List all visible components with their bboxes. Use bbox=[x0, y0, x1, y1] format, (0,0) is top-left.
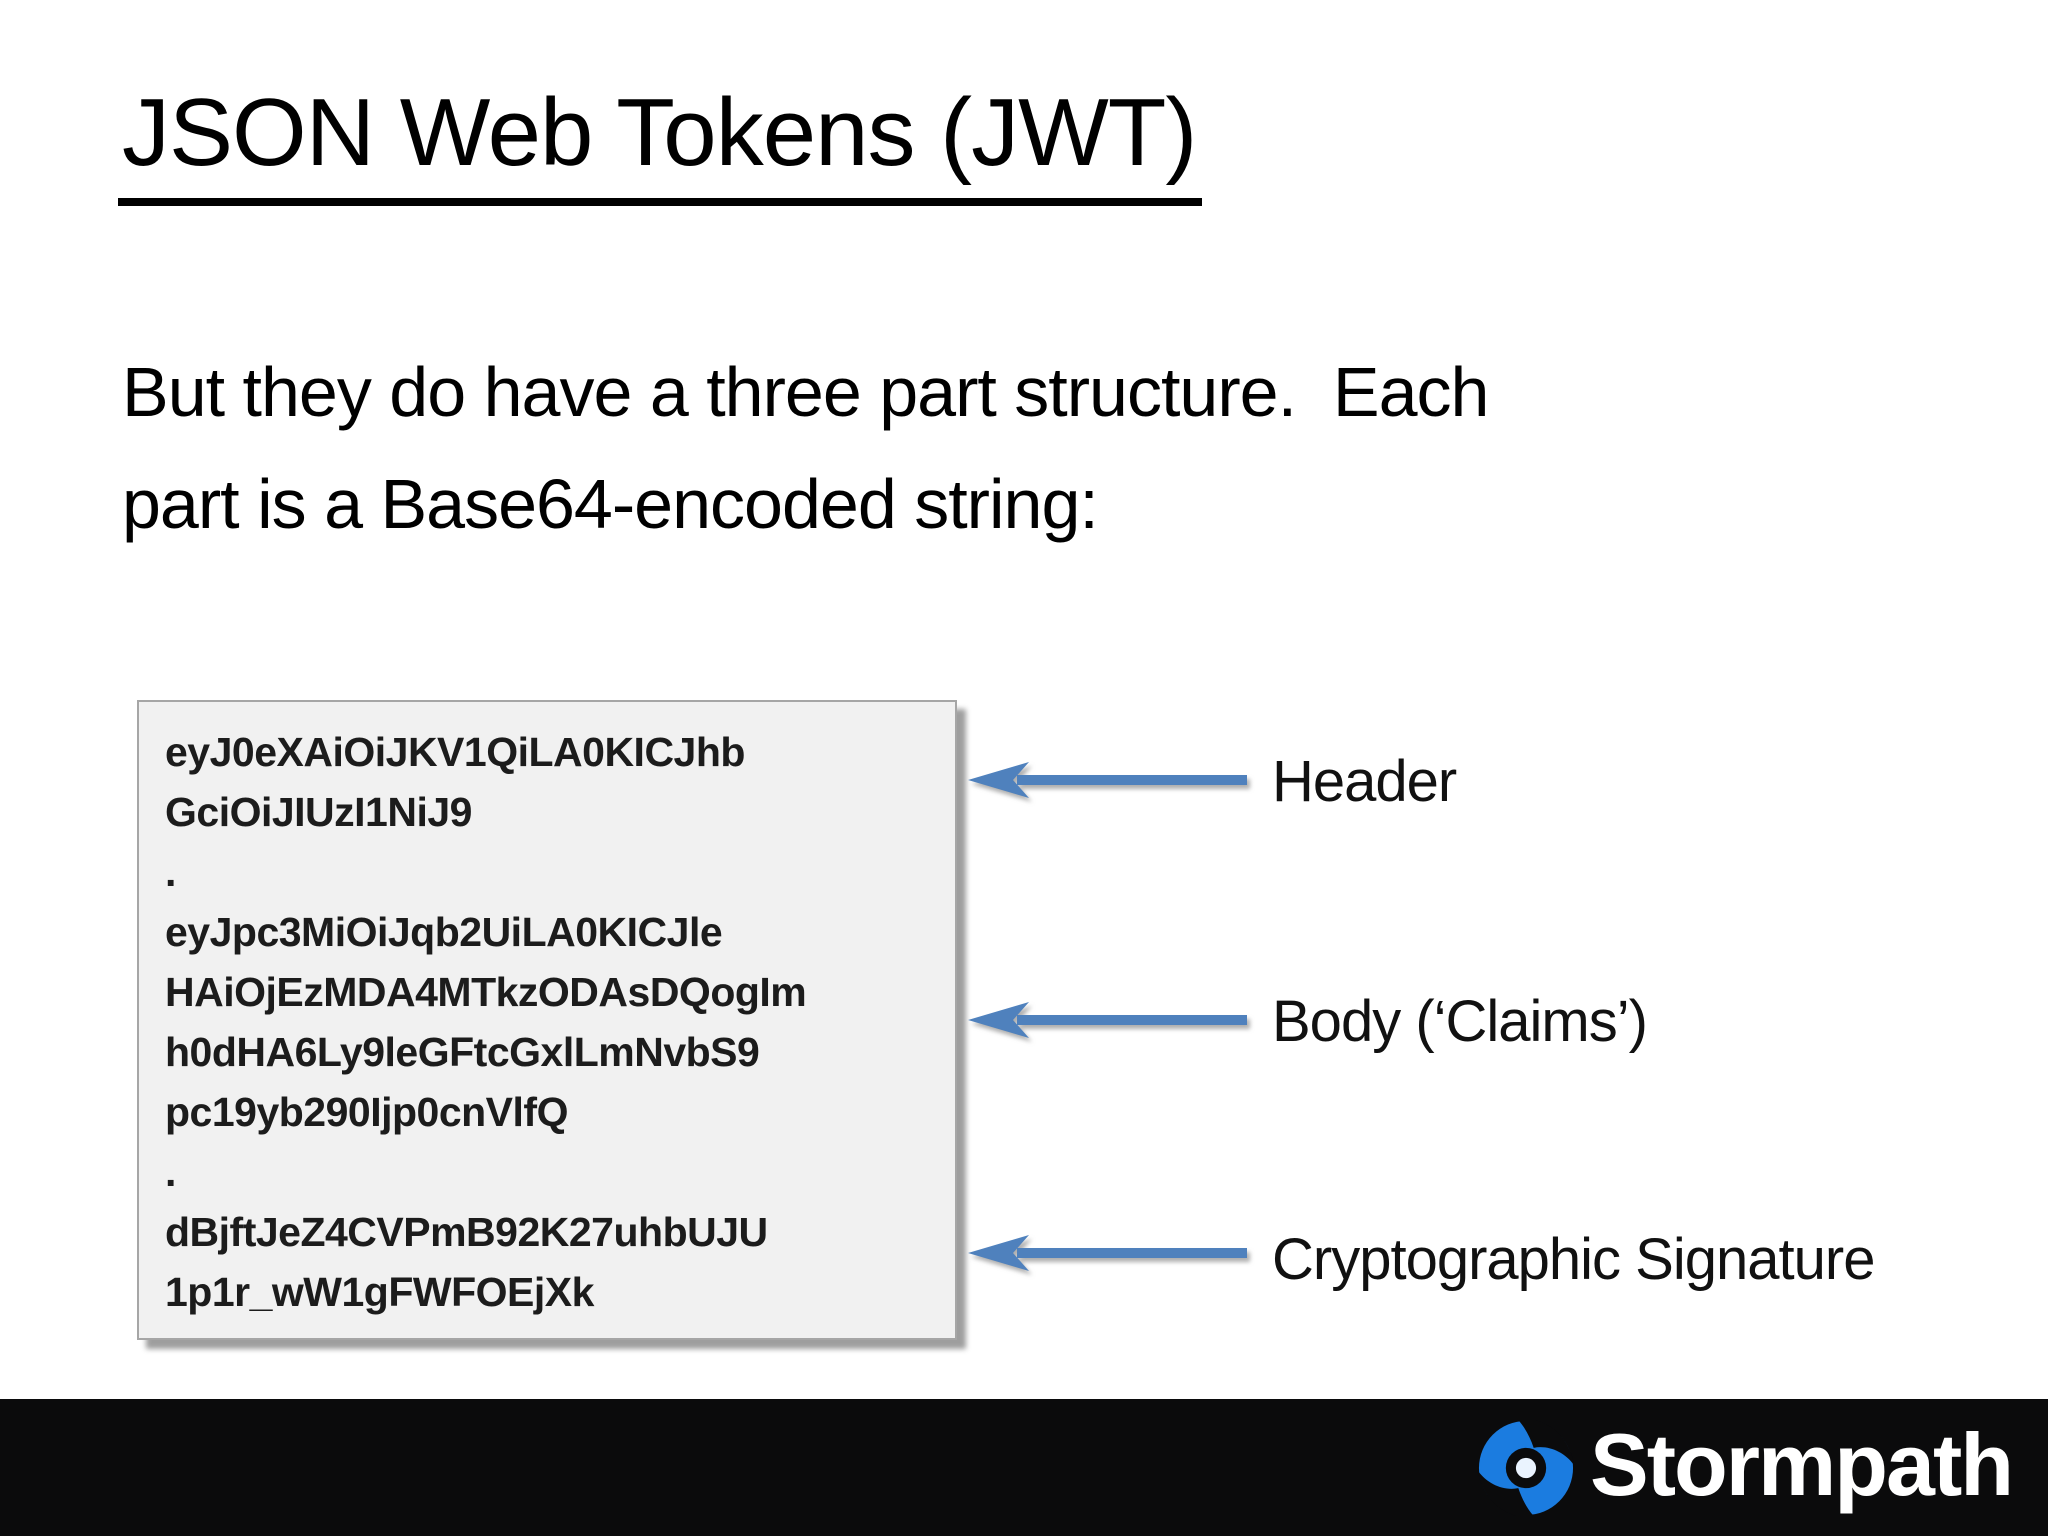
token-signature-line-1: dBjftJeZ4CVPmB92K27uhbUJU bbox=[165, 1209, 768, 1255]
token-body-line-2: HAiOjEzMDA4MTkzODAsDQogIm bbox=[165, 969, 807, 1015]
token-body-line-3: h0dHA6Ly9leGFtcGxlLmNvbS9 bbox=[165, 1029, 760, 1075]
footer-bar: Stormpath bbox=[0, 1399, 2048, 1536]
page-title: JSON Web Tokens (JWT) bbox=[118, 78, 1203, 206]
annotation-label-signature: Cryptographic Signature bbox=[1272, 1227, 1875, 1292]
token-body-line-1: eyJpc3MiOiJqb2UiLA0KICJle bbox=[165, 909, 723, 955]
subtitle-line-2: part is a Base64-encoded string: bbox=[122, 465, 1099, 543]
annotation-label-header: Header bbox=[1272, 749, 1457, 814]
token-separator-dot-1: . bbox=[165, 849, 176, 895]
left-arrow-icon bbox=[968, 762, 1247, 798]
token-header-line-1: eyJ0eXAiOiJKV1QiLA0KICJhb bbox=[165, 729, 745, 775]
stormpath-storm-icon bbox=[1478, 1419, 1574, 1516]
token-body-line-4: pc19yb290Ijp0cnVlfQ bbox=[165, 1089, 568, 1135]
jwt-token-box: eyJ0eXAiOiJKV1QiLA0KICJhb GciOiJIUzI1NiJ… bbox=[137, 700, 957, 1340]
subtitle-line-1: But they do have a three part structure.… bbox=[122, 353, 1489, 431]
stormpath-logo: Stormpath bbox=[1478, 1399, 2014, 1536]
slide-subtitle: But they do have a three part structure.… bbox=[122, 336, 1489, 560]
token-signature-line-2: 1p1r_wW1gFWFOEjXk bbox=[165, 1269, 594, 1315]
token-separator-dot-2: . bbox=[165, 1149, 176, 1195]
left-arrow-icon bbox=[968, 1002, 1247, 1038]
left-arrow-icon bbox=[968, 1235, 1247, 1271]
token-header-line-2: GciOiJIUzI1NiJ9 bbox=[165, 789, 472, 835]
stormpath-logo-text: Stormpath bbox=[1590, 1414, 2014, 1514]
annotation-label-body: Body (‘Claims’) bbox=[1272, 989, 1648, 1054]
